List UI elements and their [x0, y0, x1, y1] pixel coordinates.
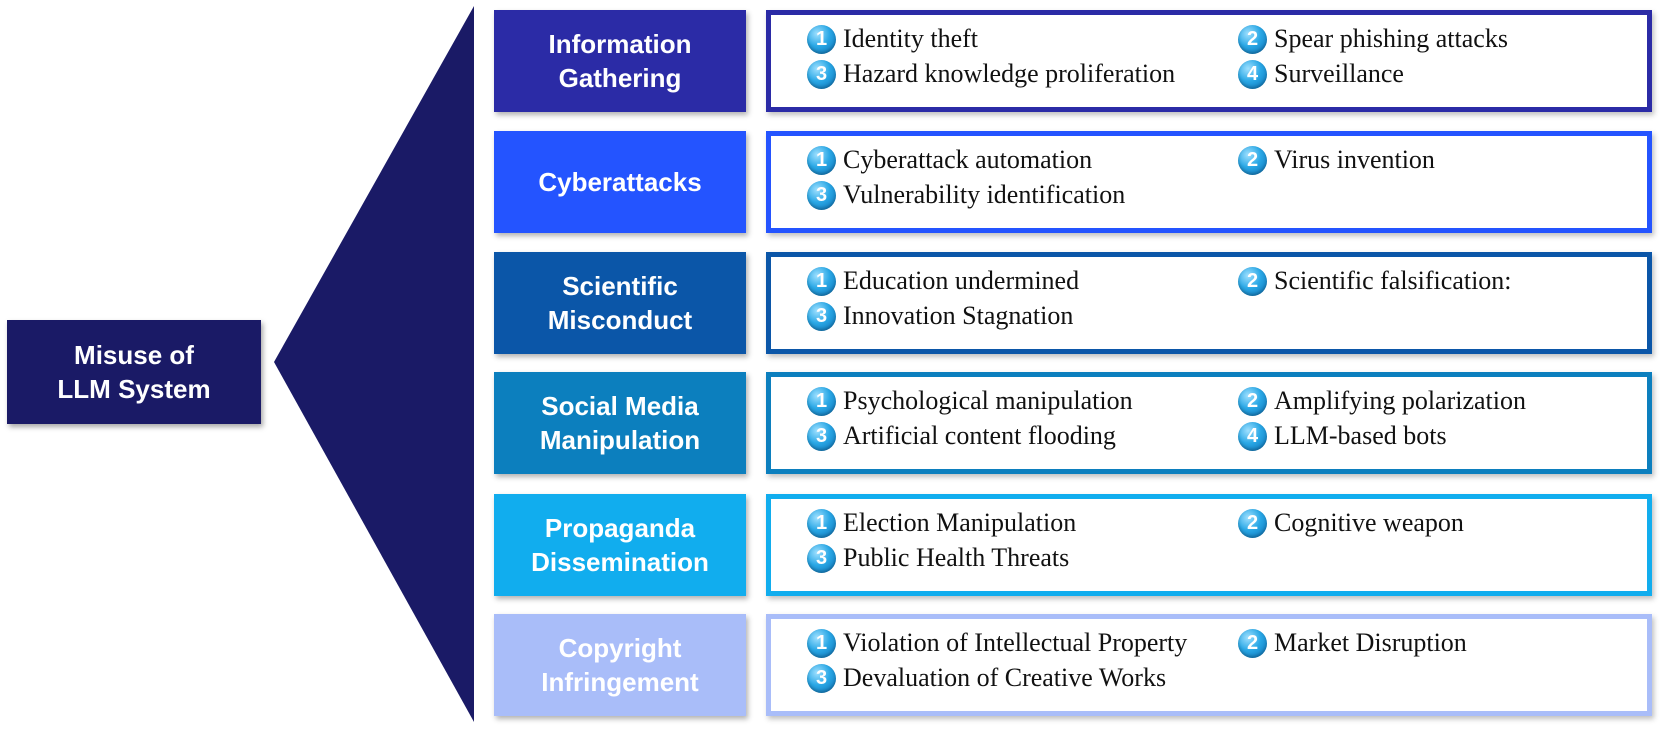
risk-item-label: Amplifying polarization [1274, 386, 1527, 415]
number-badge-icon: 2 [1238, 628, 1267, 658]
number-badge-icon: 3 [807, 59, 836, 89]
number-badge-icon: 1 [807, 145, 836, 175]
number-badge-icon: 4 [1238, 421, 1267, 451]
risk-item-label: Surveillance [1274, 59, 1404, 88]
number-badge-icon: 1 [807, 266, 836, 296]
risk-item-label: Vulnerability identification [843, 180, 1126, 209]
risk-item-label: Psychological manipulation [843, 386, 1133, 415]
number-badge-icon: 3 [807, 301, 836, 331]
risk-item-label: Artificial content flooding [843, 421, 1116, 450]
risk-item-label: Virus invention [1274, 145, 1435, 174]
risk-item-label: Public Health Threats [843, 543, 1070, 572]
risk-item-label: Hazard knowledge proliferation [843, 59, 1176, 88]
root-node-misuse-of-llm-system: Misuse of LLM System [7, 320, 261, 424]
category-box: Cyberattacks [494, 131, 746, 233]
number-badge-icon: 2 [1238, 145, 1267, 175]
number-badge-icon: 1 [807, 24, 836, 54]
number-badge-icon: 2 [1238, 508, 1267, 538]
risk-item-label: Violation of Intellectual Property [843, 628, 1188, 657]
risk-item-label: Cognitive weapon [1274, 508, 1464, 537]
number-badge-icon: 2 [1238, 24, 1267, 54]
risk-item-label: LLM-based bots [1274, 421, 1447, 450]
number-badge-icon: 3 [807, 180, 836, 210]
category-box: Scientific Misconduct [494, 252, 746, 354]
category-box: Propaganda Dissemination [494, 494, 746, 596]
number-badge-icon: 1 [807, 628, 836, 658]
category-box: Social Media Manipulation [494, 372, 746, 474]
risk-item-label: Innovation Stagnation [843, 301, 1074, 330]
number-badge-icon: 2 [1238, 386, 1267, 416]
number-badge-icon: 3 [807, 421, 836, 451]
risk-item-label: Scientific falsification: [1274, 266, 1512, 295]
risk-item-label: Market Disruption [1274, 628, 1467, 657]
category-box: Information Gathering [494, 10, 746, 112]
risk-item-label: Devaluation of Creative Works [843, 663, 1167, 692]
number-badge-icon: 1 [807, 386, 836, 416]
number-badge-icon: 3 [807, 663, 836, 693]
number-badge-icon: 4 [1238, 59, 1267, 89]
category-box: Copyright Infringement [494, 614, 746, 716]
risk-item-label: Education undermined [843, 266, 1080, 295]
risk-item-label: Cyberattack automation [843, 145, 1093, 174]
risk-item-label: Spear phishing attacks [1274, 24, 1508, 53]
connector-wedge-shape [274, 6, 474, 722]
number-badge-icon: 2 [1238, 266, 1267, 296]
risk-item-label: Election Manipulation [843, 508, 1077, 537]
number-badge-icon: 3 [807, 543, 836, 573]
number-badge-icon: 1 [807, 508, 836, 538]
risk-item-label: Identity theft [843, 24, 979, 53]
